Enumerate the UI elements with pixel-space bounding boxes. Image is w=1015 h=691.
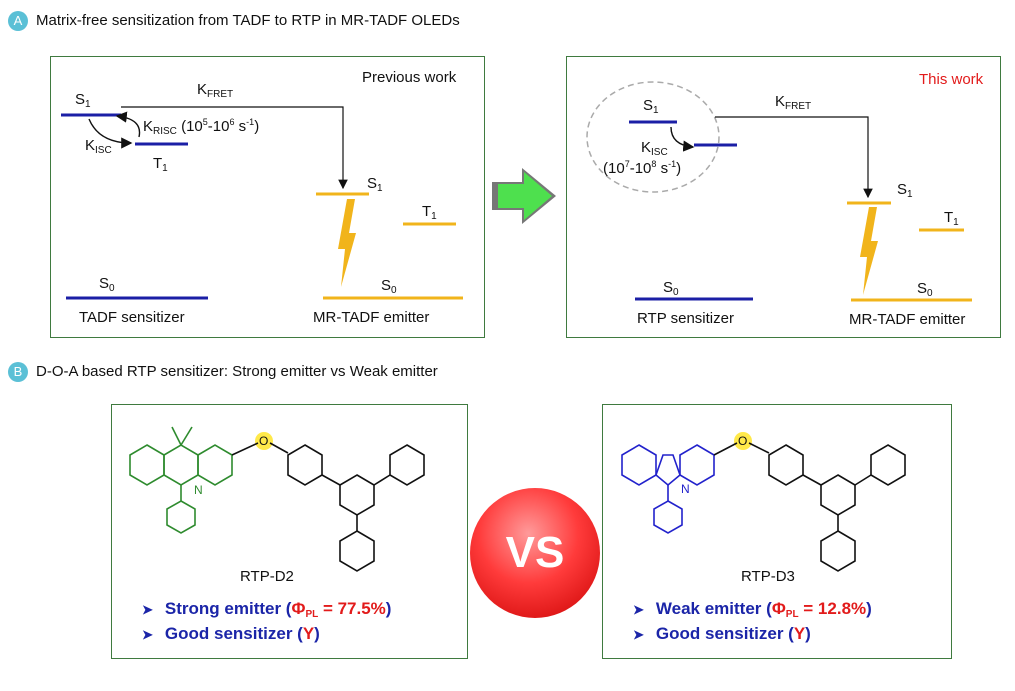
rtp-sensitizer-label: RTP sensitizer [637, 310, 734, 327]
rtp-d2-structure [129, 426, 425, 572]
s0-sensitizer-label: S0 [99, 275, 115, 294]
kfret-arrow-rtp [715, 116, 873, 199]
emission-bolt [338, 199, 356, 287]
this-work-label: This work [919, 71, 984, 88]
s0-emitter-label-rtp: S0 [917, 280, 933, 299]
sensitizer-highlight-ellipse [586, 81, 720, 193]
s1-emitter-label: S1 [367, 175, 383, 194]
section-b-marker: B [8, 362, 28, 382]
emission-bolt-rtp [860, 207, 878, 295]
section-b-title: D-O-A based RTP sensitizer: Strong emitt… [36, 363, 438, 380]
rtp-d2-emitter-bullet: ➤Strong emitter (ΦPL = 77.5%) [142, 599, 392, 620]
t1-emitter-label-rtp: T1 [944, 209, 959, 228]
kisc-label: KISC [85, 137, 112, 156]
rtp-d2-name: RTP-D2 [240, 568, 294, 585]
rtp-d3-oxygen-label: O [738, 434, 748, 448]
kisc-rate-label: (107-108 s-1) [603, 159, 682, 177]
rtp-d2-sensitizer-bullet: ➤Good sensitizer (Y) [142, 624, 320, 643]
krisc-arrow [115, 111, 141, 138]
tadf-sensitizer-label: TADF sensitizer [79, 309, 185, 326]
t1-emitter-label: T1 [422, 203, 437, 222]
previous-work-label: Previous work [362, 69, 457, 86]
s0-rtp-label: S0 [663, 279, 679, 298]
rtp-d3-emitter-bullet: ➤Weak emitter (ΦPL = 12.8%) [633, 599, 872, 620]
s0-emitter-label: S0 [381, 277, 397, 296]
rtp-d3-card: N O RTP-D3 ➤Weak emitter (ΦPL = 12.8%) ➤… [602, 404, 952, 659]
rtp-d2-card: N O RTP-D2 ➤Strong emitter (ΦPL = 77.5%)… [111, 404, 468, 659]
rtp-d3-nitrogen-label: N [681, 482, 690, 496]
rtp-d2-oxygen-label: O [259, 434, 269, 448]
previous-work-energy-diagram [61, 106, 463, 300]
kisc-label-rtp: KISC [641, 139, 668, 158]
krisc-label: KRISC (105-106 s-1) [143, 117, 260, 137]
s1-sensitizer-label: S1 [75, 91, 91, 110]
section-a-title: Matrix-free sensitization from TADF to R… [36, 12, 460, 29]
t1-sensitizer-label: T1 [153, 155, 168, 174]
kfret-arrow [121, 106, 348, 190]
kfret-label-rtp: KFRET [775, 93, 812, 112]
previous-work-panel: Previous work KFRET S1 KRISC (105-106 s-… [50, 56, 485, 338]
transition-arrow-icon [492, 168, 556, 224]
this-work-panel: This work KFRET S1 KISC (107-108 s-1) S1… [566, 56, 1001, 338]
rtp-d3-name: RTP-D3 [741, 568, 795, 585]
mr-tadf-emitter-label: MR-TADF emitter [313, 309, 430, 326]
kfret-label: KFRET [197, 81, 234, 100]
kisc-arrow-rtp [670, 126, 695, 152]
kisc-arrow [88, 118, 133, 149]
rtp-d3-sensitizer-bullet: ➤Good sensitizer (Y) [633, 624, 811, 643]
this-work-energy-diagram [586, 81, 972, 302]
vs-badge: VS [470, 488, 600, 618]
section-a-marker: A [8, 11, 28, 31]
mr-tadf-emitter-label-rtp: MR-TADF emitter [849, 311, 966, 328]
rtp-d3-structure [621, 432, 906, 572]
rtp-d2-nitrogen-label: N [194, 483, 203, 497]
s1-emitter-label-rtp: S1 [897, 181, 913, 200]
s1-rtp-label: S1 [643, 97, 659, 116]
